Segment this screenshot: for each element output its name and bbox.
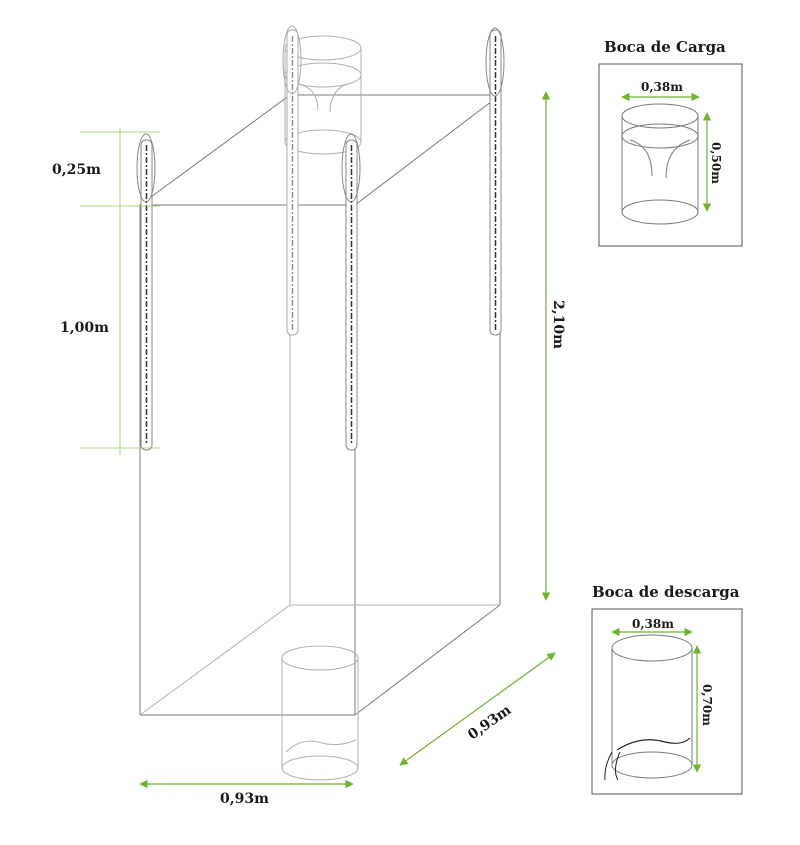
loop-height-label: 0,25m xyxy=(52,162,101,178)
width-label: 0,93m xyxy=(220,791,269,807)
carga-height-label: 0,50m xyxy=(709,142,723,184)
depth-label: 0,93m xyxy=(465,702,514,743)
depth-arrow xyxy=(399,652,556,766)
loop-strap-label: 1,00m xyxy=(60,320,109,336)
descarga-height-label: 0,70m xyxy=(700,684,714,726)
dimension-guides xyxy=(80,128,160,455)
filling-spout xyxy=(284,35,362,155)
inset-carga-title: Boca de Carga xyxy=(604,38,726,56)
bag-body xyxy=(138,94,502,716)
inset-boca-de-descarga: Boca de descarga 0,38m 0,70m xyxy=(591,583,743,795)
descarga-diameter-label: 0,38m xyxy=(632,617,674,631)
loop-front-left xyxy=(136,133,156,451)
inset-descarga-title: Boca de descarga xyxy=(592,583,740,601)
loop-back-right xyxy=(485,27,505,336)
loop-front-right xyxy=(341,133,361,451)
total-height-label: 2,10m xyxy=(550,300,566,349)
carga-diameter-label: 0,38m xyxy=(641,80,683,94)
inset-boca-de-carga: Boca de Carga 0,38m 0,50m xyxy=(598,38,743,247)
loop-back-left xyxy=(282,25,302,336)
discharge-spout xyxy=(281,645,359,781)
